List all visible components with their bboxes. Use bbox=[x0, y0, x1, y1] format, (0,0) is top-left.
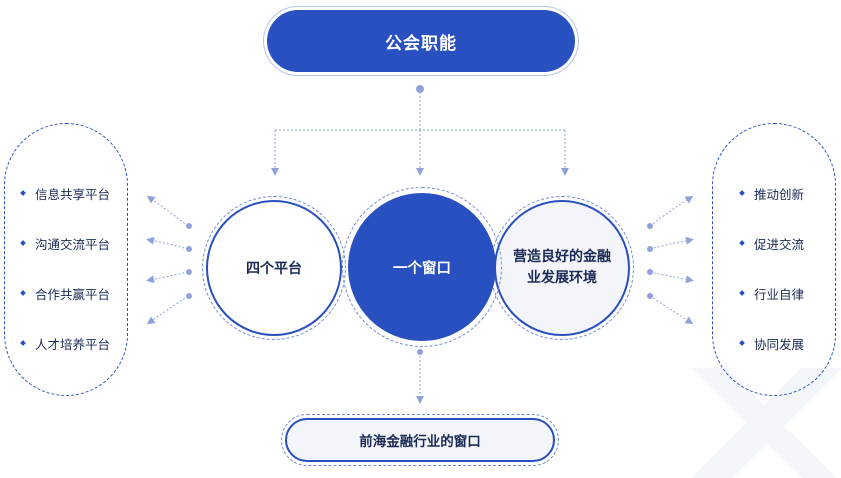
circle-one-window: 一个窗口 bbox=[342, 187, 502, 347]
right-panel-item: 推动创新 bbox=[713, 168, 835, 218]
left-panel-item: 信息共享平台 bbox=[5, 168, 127, 218]
circle-four-platforms: 四个平台 bbox=[202, 196, 346, 340]
diamond-bullet-icon bbox=[739, 290, 745, 296]
right-panel: 推动创新 促进交流 行业自律 协同发展 bbox=[712, 123, 836, 396]
right-panel-item: 行业自律 bbox=[713, 268, 835, 318]
diamond-bullet-icon bbox=[20, 240, 26, 246]
diamond-bullet-icon bbox=[739, 340, 745, 346]
diamond-bullet-icon bbox=[20, 190, 26, 196]
circle-environment: 营造良好的金融业发展环境 bbox=[490, 196, 634, 340]
diamond-bullet-icon bbox=[20, 290, 26, 296]
diamond-bullet-icon bbox=[20, 340, 26, 346]
left-panel-item: 沟通交流平台 bbox=[5, 218, 127, 268]
left-panel: 信息共享平台 沟通交流平台 合作共赢平台 人才培养平台 bbox=[4, 123, 128, 396]
dashed-ring bbox=[281, 414, 559, 466]
right-panel-item: 协同发展 bbox=[713, 318, 835, 368]
diamond-bullet-icon bbox=[739, 190, 745, 196]
left-panel-item: 合作共赢平台 bbox=[5, 268, 127, 318]
bottom-pill-title: 前海金融行业的窗口 bbox=[281, 414, 559, 466]
diamond-bullet-icon bbox=[739, 240, 745, 246]
right-panel-item: 促进交流 bbox=[713, 218, 835, 268]
top-pill-title: 公会职能 bbox=[267, 10, 575, 72]
left-panel-item: 人才培养平台 bbox=[5, 318, 127, 368]
